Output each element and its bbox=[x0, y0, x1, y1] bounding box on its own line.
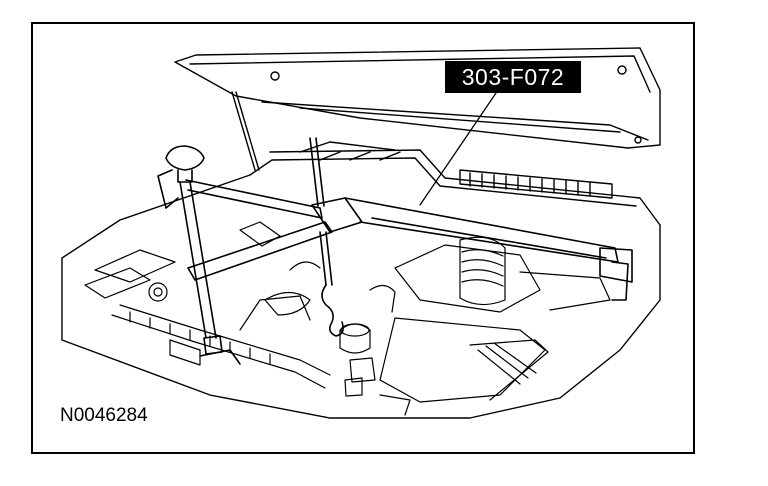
cowl-vent bbox=[269, 141, 661, 226]
front-crossbar bbox=[187, 221, 333, 281]
right-support bbox=[599, 247, 633, 283]
illustration-frame bbox=[31, 22, 695, 454]
figure-number: N0046284 bbox=[60, 405, 148, 426]
callout-leader bbox=[419, 92, 497, 206]
tool-callout-label: 303-F072 bbox=[445, 61, 581, 93]
hood bbox=[174, 47, 661, 149]
hood-prop-rod bbox=[231, 91, 260, 171]
main-beam bbox=[344, 197, 619, 263]
center-rod bbox=[309, 137, 325, 207]
left-post bbox=[179, 181, 217, 339]
lift-hook bbox=[321, 284, 344, 337]
center-block bbox=[311, 197, 363, 233]
rear-crossbar bbox=[185, 179, 323, 219]
engine-components bbox=[84, 221, 611, 416]
lifting-fixture-tool bbox=[157, 137, 633, 365]
left-fender bbox=[61, 159, 661, 419]
tool-knob bbox=[165, 145, 205, 171]
